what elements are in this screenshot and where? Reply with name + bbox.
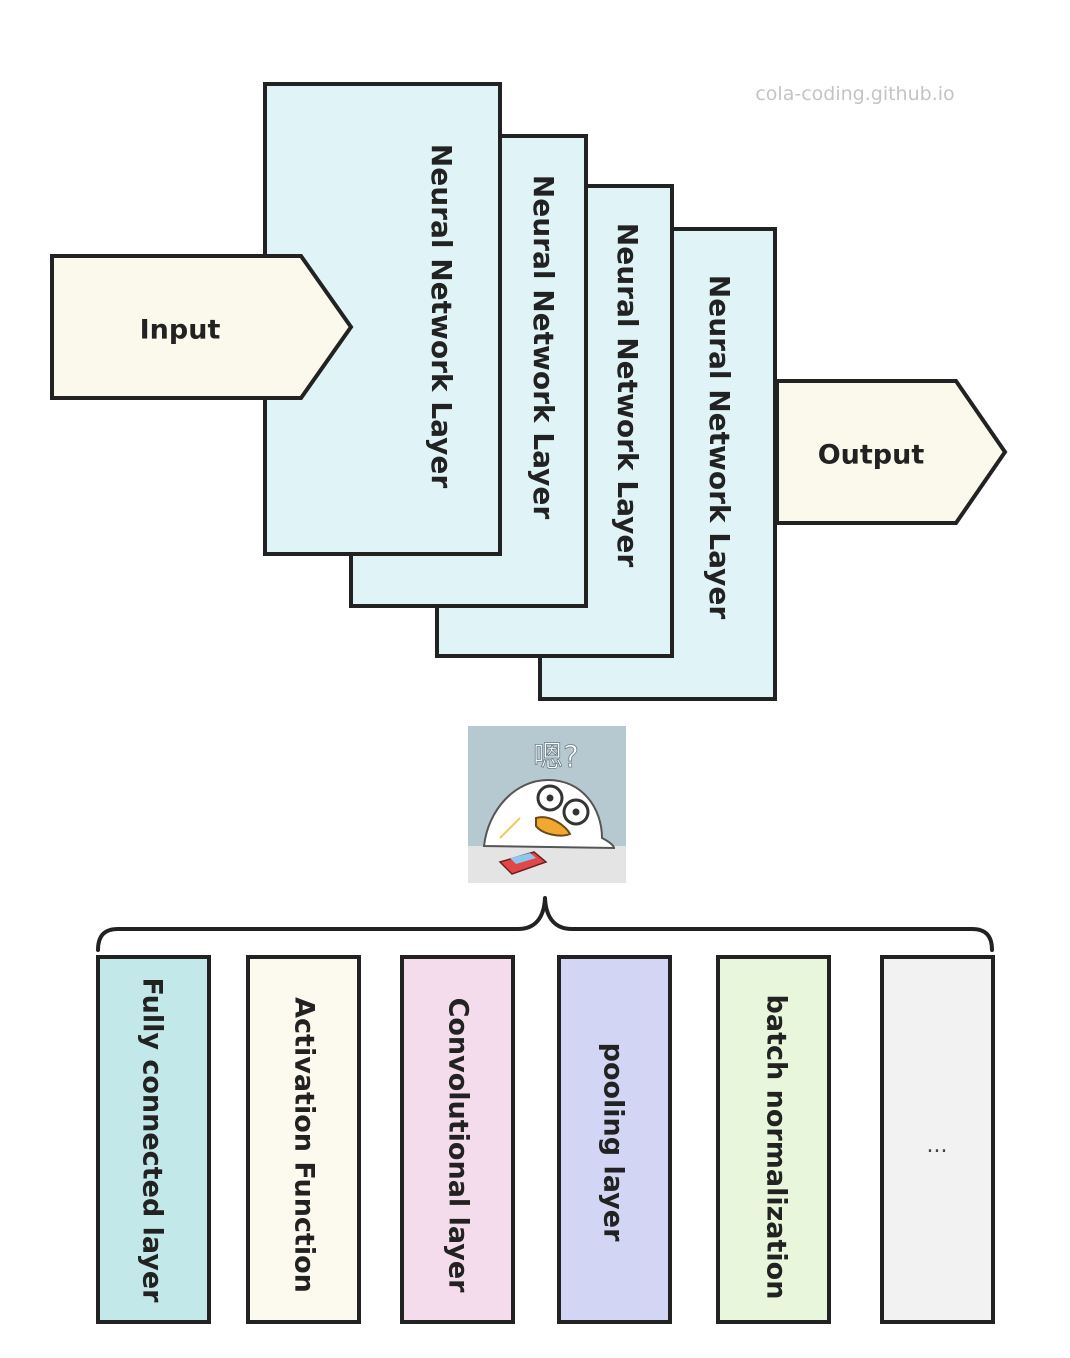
output-arrow: Output [775, 379, 1008, 525]
output-label: Output [818, 440, 925, 471]
input-label: Input [140, 315, 221, 346]
component-more: ... [880, 955, 995, 1324]
duck-sticker: 嗯? [468, 726, 626, 883]
layer-3-label: Neural Network Layer [611, 223, 644, 568]
layer-1-label: Neural Network Layer [425, 144, 458, 489]
sticker-text: 嗯? [533, 740, 579, 775]
component-convolutional-label: Convolutional layer [443, 998, 474, 1294]
component-fully-connected: Fully connected layer [96, 955, 211, 1324]
component-more-label: ... [927, 1133, 948, 1158]
component-pooling: pooling layer [557, 955, 672, 1324]
layer-4-label: Neural Network Layer [703, 275, 736, 620]
component-batch-normalization: batch normalization [716, 955, 831, 1324]
component-activation-function-label: Activation Function [289, 997, 320, 1293]
layer-1: Neural Network Layer [263, 82, 502, 556]
component-activation-function: Activation Function [246, 955, 361, 1324]
component-convolutional: Convolutional layer [400, 955, 515, 1324]
component-pooling-label: pooling layer [598, 1043, 629, 1242]
watermark: cola-coding.github.io [755, 83, 954, 105]
curly-brace [96, 896, 994, 952]
input-arrow: Input [50, 254, 354, 400]
component-fully-connected-label: Fully connected layer [137, 978, 168, 1304]
component-batch-normalization-label: batch normalization [761, 995, 792, 1300]
sticker-box-icon [498, 851, 548, 875]
layer-2-label: Neural Network Layer [527, 175, 560, 520]
